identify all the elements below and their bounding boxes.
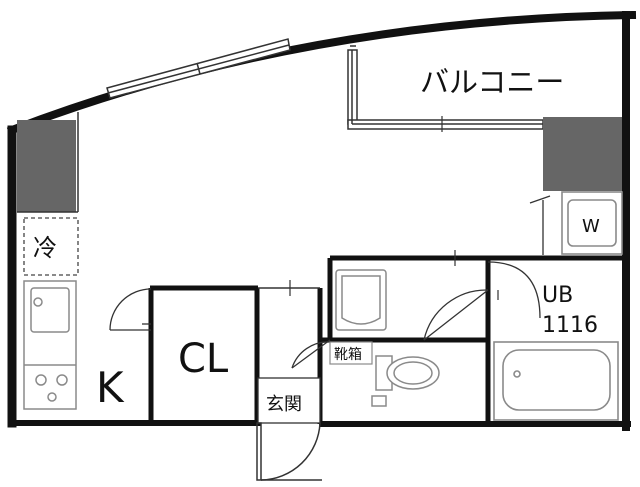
stove-burner-icon-2 — [56, 374, 68, 386]
outer-walls — [6, 10, 637, 431]
closet-label: CL — [178, 336, 229, 382]
entrance-area — [257, 377, 321, 424]
balcony-railing — [347, 45, 544, 130]
unit-bath-size: 1116 — [542, 313, 598, 338]
east-pillar — [543, 117, 622, 191]
kitchen-label: K — [96, 363, 125, 412]
sink — [30, 287, 70, 333]
shoe-box-label: 靴箱 — [334, 347, 362, 363]
toilet-room-door — [291, 339, 331, 369]
unit-bath-label: UB — [542, 283, 573, 308]
bathtub — [493, 341, 619, 421]
balcony-label: バルコニー — [420, 65, 564, 99]
washer-space — [561, 191, 623, 255]
closet-door — [109, 288, 152, 331]
washer-label: W — [582, 216, 600, 237]
kitchen-counter — [23, 280, 77, 410]
stove-burner-icon — [35, 374, 47, 386]
washroom-door — [423, 289, 489, 341]
closet-walls — [148, 285, 260, 423]
stove-burner-icon-3 — [47, 392, 57, 402]
shoe-box — [329, 341, 373, 365]
unit-bath-door — [487, 261, 541, 319]
toilet — [371, 355, 440, 407]
west-pillar — [17, 120, 76, 212]
door-ticks — [289, 116, 499, 300]
entrance-label: 玄関 — [266, 394, 302, 415]
washer-door — [529, 195, 551, 255]
entrance-door — [256, 422, 322, 481]
north-window — [106, 38, 291, 99]
faucet-icon — [33, 297, 43, 307]
curved-north-wall — [6, 10, 637, 136]
washbasin — [335, 269, 387, 331]
fridge-label: 冷 — [33, 234, 57, 262]
